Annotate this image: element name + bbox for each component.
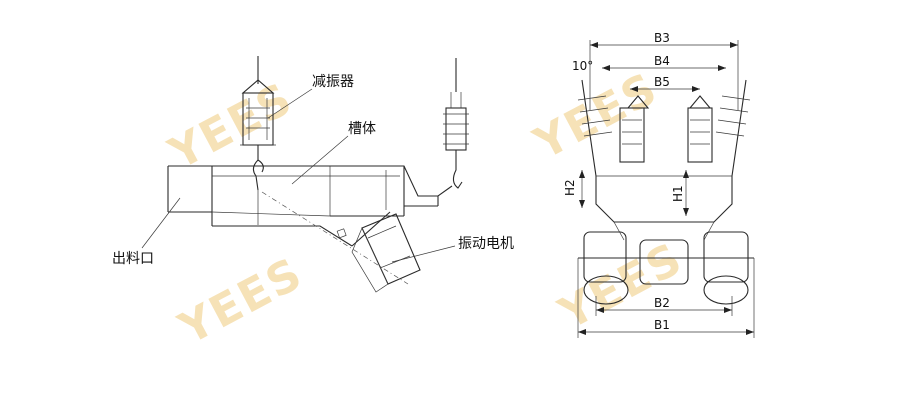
- dim-b1: B1: [654, 318, 670, 332]
- watermark: YEES: [525, 63, 666, 170]
- watermark: YEES: [170, 248, 311, 355]
- end-body: [595, 176, 733, 223]
- trough-top: [168, 165, 453, 197]
- dim-angle: 10°: [572, 59, 593, 73]
- watermarks: YEES YEES YEES YEES: [160, 63, 691, 355]
- motor-right: [703, 231, 749, 283]
- label-damper: 减振器: [312, 74, 354, 90]
- dim-b5: B5: [654, 75, 670, 89]
- motor-center: [639, 239, 689, 285]
- damper-end-left: [619, 107, 645, 163]
- label-outlet: 出料口: [112, 251, 154, 267]
- dim-h1: H1: [671, 185, 685, 202]
- trough-bottom: [212, 225, 353, 247]
- side-labels: 减振器 槽体 出料口 振动电机: [112, 74, 514, 267]
- watermark: YEES: [160, 73, 301, 180]
- motor-left: [583, 231, 627, 283]
- tilted-rod-left: [581, 79, 597, 177]
- label-motor: 振动电机: [458, 236, 514, 252]
- dim-h2: H2: [563, 179, 577, 196]
- hook-left: [252, 145, 259, 191]
- watermark: YEES: [550, 233, 691, 340]
- hook-right: [452, 150, 463, 189]
- tilted-rod-right: [731, 79, 747, 177]
- side-view: [167, 56, 469, 293]
- dim-b2: B2: [654, 296, 670, 310]
- dim-b3: B3: [654, 31, 670, 45]
- label-trough: 槽体: [348, 121, 376, 137]
- dim-b4: B4: [654, 54, 670, 68]
- end-view: B3 B4 B5 10°: [563, 31, 755, 338]
- damper-end-right: [687, 107, 713, 163]
